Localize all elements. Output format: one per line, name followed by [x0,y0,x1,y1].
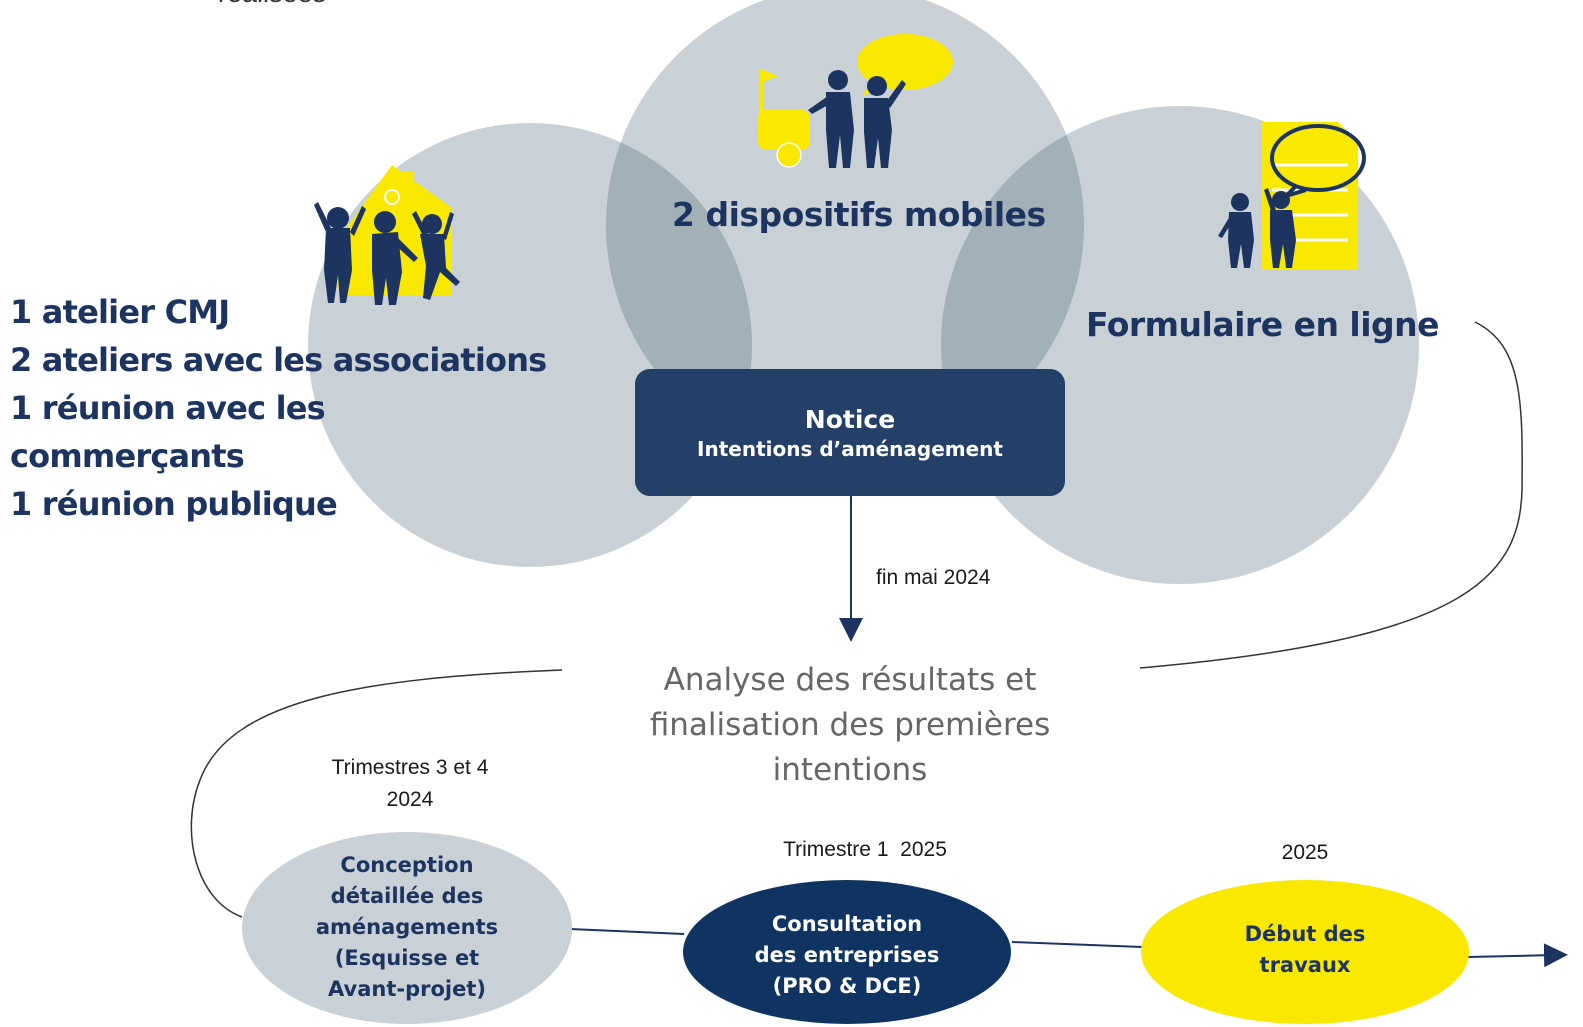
notice-subtitle: Intentions d’aménagement [697,436,1003,461]
timeline-line-1 [569,928,685,935]
step-date-line: 2024 [386,788,434,811]
top-cut-text: réalisées [218,0,326,9]
step-ellipse-travaux [1141,880,1469,1024]
step-line: des entreprises [754,942,940,967]
step-line: Conception [340,853,474,877]
group-of-people-house-icon [314,165,460,305]
step-text-travaux: Début des travaux [1160,910,1450,990]
notice-box: Notice Intentions d’aménagement [635,369,1065,496]
step-text-conception: Conception détaillée des aménagements (E… [262,840,552,1015]
step-text-consultation: Consultation des entreprises (PRO & DCE) [700,900,994,1010]
curve-left-connector [190,669,563,918]
left-circle-list: 1 atelier CMJ 2 ateliers avec les associ… [10,288,547,528]
step-date-line: Trimestres 3 et 4 [331,756,489,779]
step-ellipse-conception [242,832,572,1024]
analyse-line: Analyse des résultats et [663,662,1037,698]
left-list-item: 1 réunion publique [10,485,338,523]
overlap-right-center [941,106,1084,464]
timeline-line-2 [1011,941,1143,948]
step-date-conception: Trimestres 3 et 4 2024 [290,752,530,816]
left-list-item: 2 ateliers avec les associations [10,341,547,379]
step-line: travaux [1259,953,1351,977]
step-date-consultation: Trimestre 1 2025 [740,838,990,862]
step-line: Avant-projet) [328,977,486,1001]
right-circle-label: Formulaire en ligne [1086,305,1440,344]
step-line: Consultation [771,911,923,936]
center-circle-label: 2 dispositifs mobiles [672,195,1046,234]
step-date-line: Trimestre 1 2025 [783,838,947,861]
step-line: détaillée des [330,884,484,908]
step-date-line: 2025 [1281,841,1329,864]
step-date-travaux: 2025 [1245,841,1365,865]
left-list-item: 1 réunion avec les [10,389,326,427]
step-line: Début des [1244,922,1366,946]
analyse-line: finalisation des premières [649,707,1051,743]
timeline-line-3 [1467,943,1568,968]
notice-title: Notice [804,404,896,434]
step-line: (PRO & DCE) [772,973,922,998]
left-list-item: 1 atelier CMJ [10,293,230,331]
analyse-text: Analyse des résultats et finalisation de… [600,658,1100,793]
left-list-item: commerçants [10,437,245,475]
step-ellipse-consultation [683,880,1011,1024]
people-with-document-and-speech-bubble-icon [1218,122,1366,270]
analyse-line: intentions [772,752,928,788]
step-line: aménagements [315,915,499,939]
step-line: (Esquisse et [334,946,480,970]
arrow-date-label: fin mai 2024 [876,566,991,589]
curve-right-connector [1139,321,1523,669]
people-with-cart-and-speech-bubble-icon [758,34,953,168]
